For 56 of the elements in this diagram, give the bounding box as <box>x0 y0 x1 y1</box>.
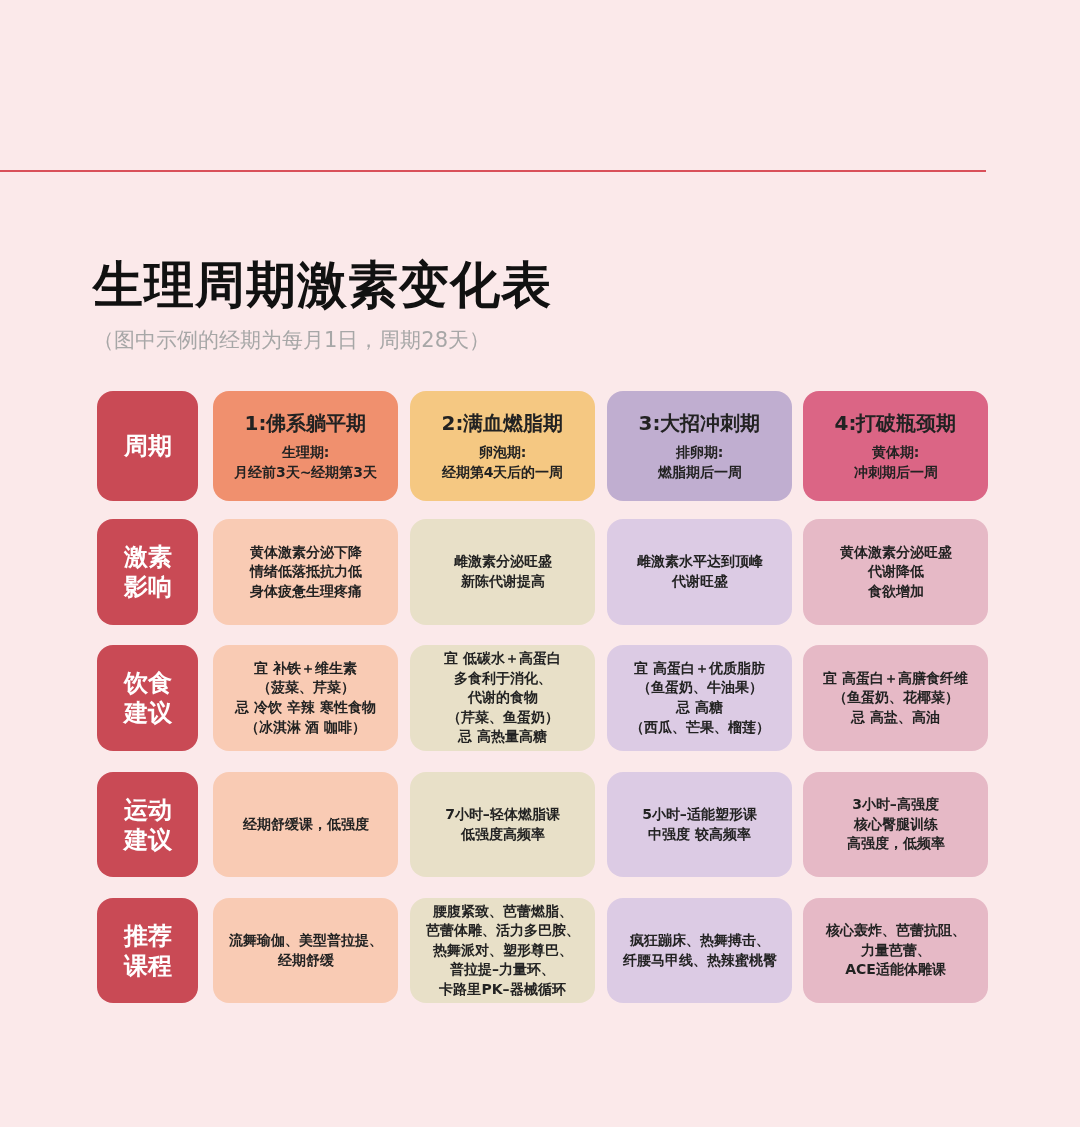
phase-header-box <box>803 391 988 501</box>
row-header-text: 周期 <box>123 431 172 461</box>
phase-subtitle: 卵泡期:经期第4天后的一周 <box>441 442 564 482</box>
info-box <box>607 772 792 877</box>
row-header-text: 激素影响 <box>123 542 172 602</box>
cell-text: 黄体激素分泌下降情绪低落抵抗力低身体疲惫生理疼痛 <box>249 542 362 601</box>
info-box <box>213 772 398 877</box>
chart-title: 生理周期激素变化表 <box>93 255 552 316</box>
phase-title: 3:大招冲刺期 <box>638 409 761 437</box>
info-box <box>213 645 398 751</box>
cell-text: 雌激素分泌旺盛新陈代谢提高 <box>453 552 552 591</box>
row-header-box <box>97 645 198 751</box>
cell-text: 疯狂蹦床、热舞搏击、纤腰马甲线、热辣蜜桃臀 <box>622 930 777 970</box>
info-box <box>607 519 792 625</box>
info-box <box>213 898 398 1003</box>
info-box <box>410 898 595 1003</box>
phase-subtitle: 黄体期:冲刺期后一周 <box>853 442 938 482</box>
cell-text: 宜 补铁＋维生素（菠菜、芹菜）忌 冷饮 辛辣 寒性食物（冰淇淋 酒 咖啡） <box>235 658 376 737</box>
info-box <box>803 519 988 625</box>
cell-text: 腰腹紧致、芭蕾燃脂、芭蕾体雕、活力多巴胺、热舞派对、塑形尊巴、普拉提–力量环、卡路里PK–器械循环 <box>425 901 580 999</box>
info-box <box>607 645 792 751</box>
info-box <box>410 645 595 751</box>
cell-text: 宜 低碳水＋高蛋白多食利于消化、代谢的食物（芹菜、鱼蛋奶）忌 高热量高糖 <box>444 649 561 747</box>
cell-text: 宜 高蛋白＋高膳食纤维（鱼蛋奶、花椰菜）忌 高盐、高油 <box>823 668 968 727</box>
cell-text: 宜 高蛋白＋优质脂肪（鱼蛋奶、牛油果）忌 高糖（西瓜、芒果、榴莲） <box>629 658 770 737</box>
info-box <box>410 772 595 877</box>
cell-text: 雌激素水平达到顶峰代谢旺盛 <box>636 552 763 591</box>
cell-text: 7小时–轻体燃脂课低强度高频率 <box>445 804 560 844</box>
row-header-box <box>97 519 198 625</box>
phase-header-box <box>410 391 595 501</box>
phase-subtitle: 生理期:月经前3天~经期第3天 <box>233 442 378 482</box>
phase-subtitle: 排卵期:燃脂期后一周 <box>657 442 742 482</box>
phase-header-box <box>213 391 398 501</box>
cell-text: 5小时–适能塑形课中强度 较高频率 <box>642 804 757 844</box>
row-header-text: 运动建议 <box>123 794 172 855</box>
row-header-text: 饮食建议 <box>123 668 172 728</box>
phase-title: 4:打破瓶颈期 <box>834 409 957 437</box>
info-box <box>803 645 988 751</box>
cell-text: 3小时–高强度核心臀腿训练高强度，低频率 <box>846 795 945 854</box>
info-box <box>213 519 398 625</box>
cell-text: 核心轰炸、芭蕾抗阻、力量芭蕾、ACE适能体雕课 <box>825 921 966 980</box>
subtitle-note: （图中示例的经期为每月1日，周期28天） <box>93 327 491 354</box>
cell-text: 流舞瑜伽、美型普拉提、经期舒缓 <box>228 930 383 970</box>
info-box <box>803 772 988 877</box>
phase-title: 1:佛系躺平期 <box>244 409 367 437</box>
phase-header-box <box>607 391 792 501</box>
row-header-box <box>97 772 198 877</box>
row-header-text: 推荐课程 <box>123 920 172 981</box>
info-box <box>803 898 988 1003</box>
cell-text: 经期舒缓课，低强度 <box>242 814 369 834</box>
cell-text: 黄体激素分泌旺盛代谢降低食欲增加 <box>839 542 952 601</box>
info-box <box>410 519 595 625</box>
row-header-box <box>97 898 198 1003</box>
phase-title: 2:满血燃脂期 <box>441 409 564 437</box>
info-box <box>607 898 792 1003</box>
row-header-box <box>97 391 198 501</box>
